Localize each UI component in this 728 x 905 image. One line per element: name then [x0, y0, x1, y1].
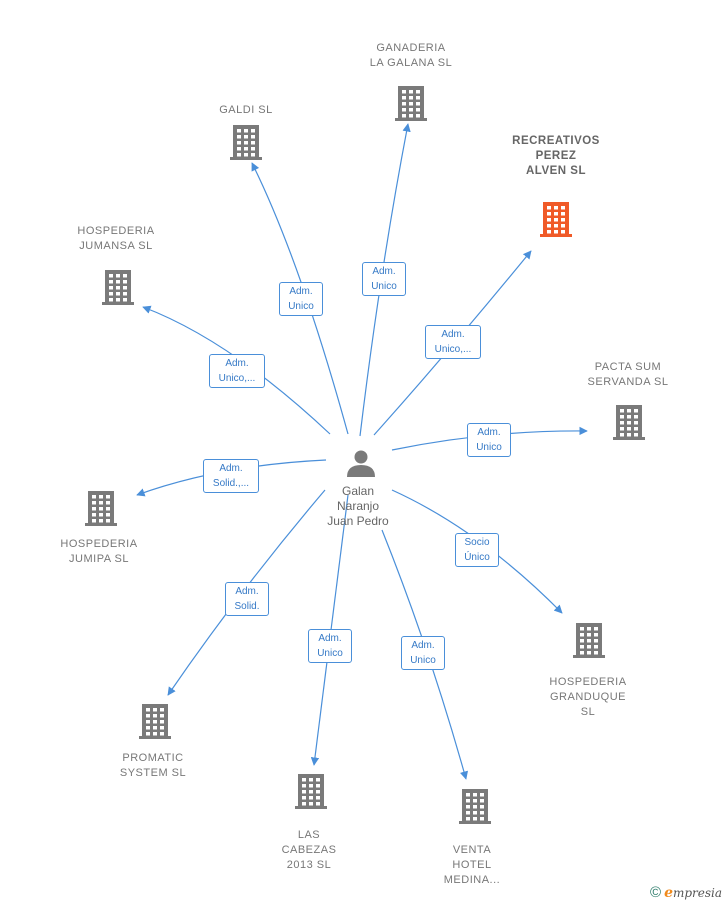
relation-label-cabezas[interactable]: Adm. Unico [308, 629, 352, 663]
company-label-venta[interactable]: VENTA HOTEL MEDINA... [443, 843, 501, 886]
building-icon-venta[interactable] [459, 789, 491, 824]
footer-brand: © empresia [650, 884, 722, 901]
company-label-recreativos[interactable]: RECREATIVOS PEREZ ALVEN SL [512, 135, 600, 177]
person-icon[interactable] [347, 450, 375, 478]
building-icon-ganaderia[interactable] [395, 86, 427, 121]
company-label-jumansa[interactable]: HOSPEDERIA JUMANSA SL [77, 225, 155, 252]
relation-label-promatic[interactable]: Adm. Solid. [225, 582, 269, 616]
company-label-jumipa[interactable]: HOSPEDERIA JUMIPA SL [60, 537, 138, 565]
relation-label-venta[interactable]: Adm. Unico [401, 636, 445, 670]
brand-logo[interactable]: empresia [664, 884, 723, 901]
relation-label-recreativos[interactable]: Adm. Unico,... [425, 325, 481, 359]
building-icon-jumipa[interactable] [85, 491, 117, 526]
building-icon-cabezas[interactable] [295, 774, 327, 809]
building-icon-recreativos[interactable] [540, 202, 572, 237]
relation-label-pacta[interactable]: Adm. Unico [467, 423, 511, 457]
company-label-cabezas[interactable]: LAS CABEZAS 2013 SL [281, 828, 337, 871]
relation-label-galdi[interactable]: Adm. Unico [279, 282, 323, 316]
company-label-granduque[interactable]: HOSPEDERIA GRANDUQUE SL [549, 675, 627, 718]
company-label-galdi[interactable]: GALDI SL [219, 104, 273, 116]
relation-label-jumansa[interactable]: Adm. Unico,... [209, 354, 265, 388]
relation-label-ganaderia[interactable]: Adm. Unico [362, 262, 406, 296]
building-icon-granduque[interactable] [573, 623, 605, 658]
building-icon-galdi[interactable] [230, 125, 262, 160]
company-label-ganaderia[interactable]: GANADERIA LA GALANA SL [369, 42, 453, 69]
building-icon-promatic[interactable] [139, 704, 171, 739]
company-label-promatic[interactable]: PROMATIC SYSTEM SL [119, 751, 187, 779]
edge-galdi [251, 162, 349, 435]
person-name[interactable]: Galan Naranjo Juan Pedro [327, 484, 389, 528]
company-label-pacta[interactable]: PACTA SUM SERVANDA SL [587, 361, 669, 388]
building-icon-pacta[interactable] [613, 405, 645, 440]
copyright-icon: © [650, 884, 662, 901]
building-icon-jumansa[interactable] [102, 270, 134, 305]
relation-label-jumipa[interactable]: Adm. Solid.,... [203, 459, 259, 493]
relation-label-granduque[interactable]: Socio Único [455, 533, 499, 567]
